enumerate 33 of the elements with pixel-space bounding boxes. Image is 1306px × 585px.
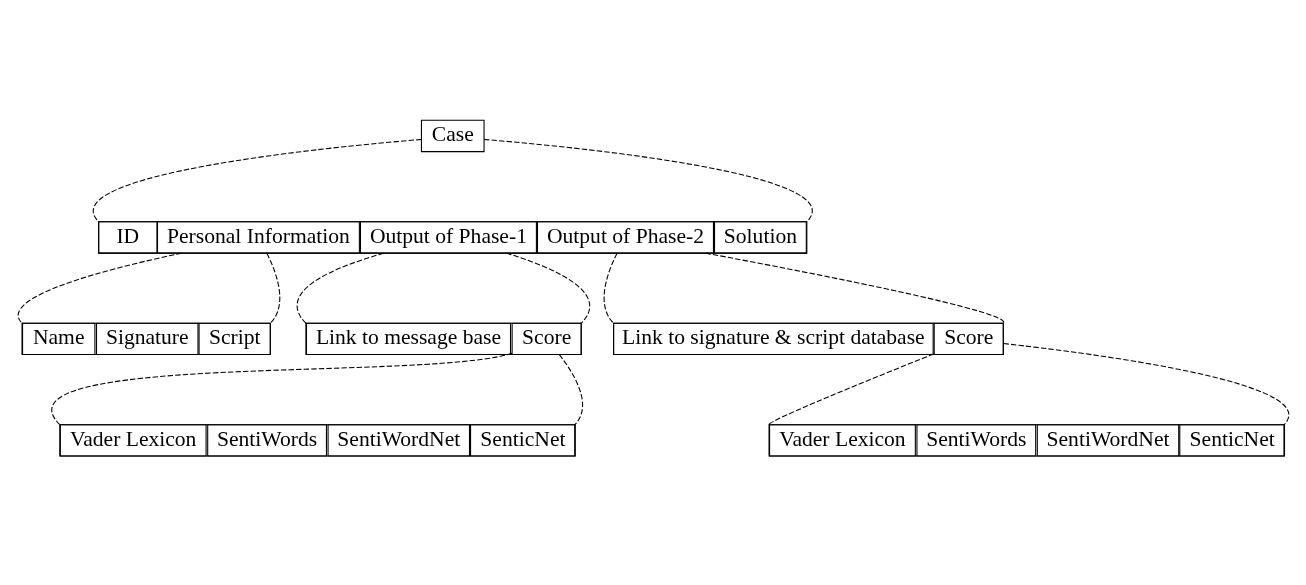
node-box: SentiWords	[916, 424, 1037, 457]
node-box: Vader Lexicon	[59, 424, 207, 457]
node-box: ID	[98, 221, 158, 254]
node-box: SenticNet	[1179, 424, 1286, 457]
connector	[768, 353, 935, 426]
connector	[296, 252, 385, 324]
node-box: Link to signature & script database	[613, 322, 934, 356]
node-box: SenticNet	[470, 424, 576, 457]
connector	[17, 252, 182, 324]
connector	[51, 352, 513, 426]
connector	[558, 354, 583, 426]
node-box: Case	[420, 119, 485, 153]
node-box: SentiWordNet	[1036, 424, 1180, 457]
connector	[505, 252, 591, 324]
connector	[92, 138, 422, 223]
node-box: SentiWordNet	[327, 424, 471, 457]
node-box: SentiWords	[207, 424, 327, 457]
node-box: Score	[933, 322, 1004, 356]
node-box: Output of Phase-1	[359, 221, 537, 254]
connector	[483, 138, 813, 223]
connector	[1003, 343, 1290, 426]
node-box: Link to message base	[305, 322, 512, 356]
connector	[705, 252, 1004, 324]
node-box: Vader Lexicon	[769, 424, 916, 457]
node-box: Solution	[714, 221, 807, 254]
node-box: Output of Phase-2	[536, 221, 714, 254]
connector	[603, 252, 618, 324]
node-box: Name	[22, 322, 96, 356]
node-box: Score	[511, 322, 582, 356]
connector	[266, 252, 281, 324]
node-box: Script	[198, 322, 271, 356]
node-box: Personal Information	[156, 221, 360, 254]
node-box: Signature	[95, 322, 199, 356]
